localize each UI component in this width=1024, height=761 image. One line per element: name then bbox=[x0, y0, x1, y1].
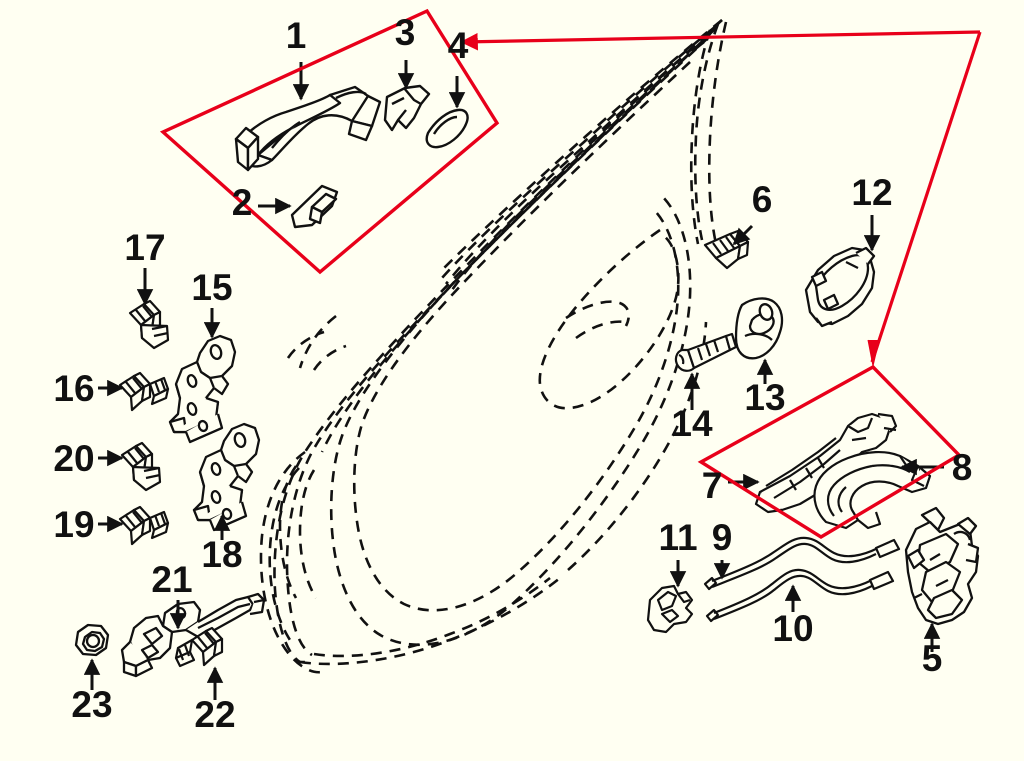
part-handle-bezel-cover bbox=[383, 84, 431, 132]
callout-number-10: 10 bbox=[772, 608, 813, 649]
part-door-latch-lock-actuator bbox=[904, 506, 980, 626]
callout-number-19: 19 bbox=[53, 504, 94, 545]
part-lower-hinge-bolt-upper bbox=[120, 441, 162, 492]
callout-number-16: 16 bbox=[53, 368, 94, 409]
leader-6 bbox=[732, 224, 754, 246]
part-upper-hinge-bolt bbox=[118, 371, 170, 412]
callout-number-3: 3 bbox=[395, 12, 416, 53]
part-handle-end-cap bbox=[290, 184, 339, 229]
callout-leader-lines bbox=[83, 60, 944, 700]
callout-number-2: 2 bbox=[232, 182, 253, 223]
part-upper-door-hinge bbox=[168, 334, 237, 444]
part-door-striker bbox=[734, 297, 784, 360]
callout-number-21: 21 bbox=[151, 559, 192, 600]
callout-number-18: 18 bbox=[201, 534, 242, 575]
part-door-check-bolt bbox=[174, 626, 224, 668]
highlight-region-exterior-handle-group bbox=[159, 8, 500, 275]
part-exterior-door-handle bbox=[234, 85, 382, 172]
highlight-region-handle-base-group bbox=[697, 364, 962, 539]
part-outside-handle-rod bbox=[703, 536, 901, 591]
part-lower-hinge-bolt bbox=[118, 505, 170, 546]
callout-number-22: 22 bbox=[194, 694, 235, 735]
callout-number-9: 9 bbox=[712, 517, 733, 558]
callout-number-17: 17 bbox=[124, 227, 165, 268]
callout-number-4: 4 bbox=[448, 25, 469, 66]
callout-number-5: 5 bbox=[922, 638, 943, 679]
callout-numbers: 1 2 3 4 5 6 7 8 9 10 11 12 13 14 15 16 1… bbox=[53, 12, 972, 735]
callout-number-12: 12 bbox=[851, 172, 892, 213]
part-hinge-pin-bolt bbox=[128, 299, 170, 350]
callout-number-6: 6 bbox=[752, 179, 773, 220]
part-interior-door-handle bbox=[804, 246, 876, 328]
callout-number-8: 8 bbox=[952, 447, 973, 488]
part-door-check-nut bbox=[74, 623, 110, 657]
callout-number-1: 1 bbox=[286, 15, 307, 56]
callout-number-7: 7 bbox=[702, 465, 723, 506]
callout-number-14: 14 bbox=[671, 403, 713, 444]
part-striker-screw bbox=[674, 332, 738, 372]
callout-number-23: 23 bbox=[71, 684, 112, 725]
part-lower-door-hinge bbox=[192, 422, 261, 532]
callout-number-20: 20 bbox=[53, 438, 94, 479]
part-door-check-strap bbox=[120, 592, 266, 678]
group-link-line bbox=[460, 30, 982, 367]
part-key-cylinder-cover bbox=[425, 108, 469, 149]
callout-number-13: 13 bbox=[744, 377, 785, 418]
part-rod-clip-holder bbox=[646, 584, 694, 634]
door-shell-outline bbox=[259, 18, 728, 674]
part-handle-base-bracket bbox=[754, 412, 898, 514]
callout-number-11: 11 bbox=[658, 517, 697, 558]
callout-number-15: 15 bbox=[191, 267, 232, 308]
